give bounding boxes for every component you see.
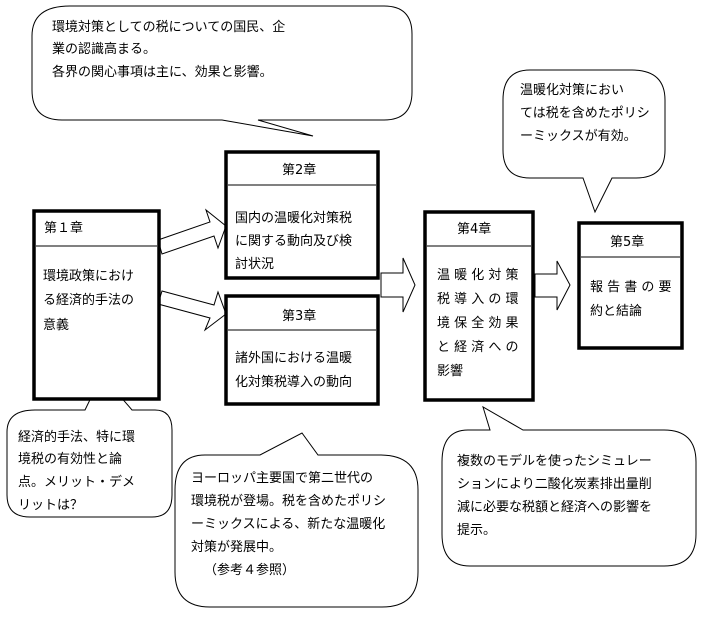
chapter-box-5: 第5章 報 告 書 の 要 約と結論 <box>577 221 684 350</box>
callout-bottomright-line: 減に必要な税額と経済への影響を <box>457 499 652 515</box>
chapter-body-line: 影響 <box>437 363 463 379</box>
chapter-title: 第１章 <box>44 220 83 236</box>
chapter-title: 第5章 <box>610 234 644 250</box>
callout-top-line: 各界の関心事項は主に、効果と影響。 <box>52 64 273 80</box>
chapter-box-1: 第１章 環境政策におけ る経済的手法の 意義 <box>32 209 161 401</box>
callout-bottommid-line: （参考４参照） <box>204 562 295 578</box>
chapter-body-line: 討状況 <box>235 256 274 272</box>
chapter-body-line: 税 導 入 の 環 <box>437 292 519 307</box>
arrow-ch1-to-ch3 <box>157 290 227 332</box>
chapter-body-line: 化対策税導入の動向 <box>235 374 352 390</box>
callout-bottommid: ヨーロッパ主要国で第二世代の 環境税が登場。税を含めたポリシ ーミックスによる、… <box>174 432 419 608</box>
chapter-body-line: 境 保 全 効 果 <box>437 315 519 331</box>
chapter-body-line: 約と結論 <box>590 303 642 319</box>
callout-bottomleft-line: 点。メリット・デメ <box>18 474 135 490</box>
chapter-title: 第4章 <box>457 221 491 237</box>
chapter-title: 第3章 <box>282 308 316 324</box>
chapter-box-3: 第3章 諸外国における温暖 化対策税導入の動向 <box>224 294 380 406</box>
chapter-body-line: に関する動向及び検 <box>235 233 352 249</box>
arrow-ch1-to-ch2 <box>157 208 227 255</box>
callout-bottomright-line: 提示。 <box>457 522 496 538</box>
chapter-body-line: 諸外国における温暖 <box>235 350 352 366</box>
callout-bottommid-line: 環境税が登場。税を含めたポリシ <box>191 493 386 509</box>
callout-topright-line: ては税を含めたポリシ <box>520 105 650 121</box>
callout-bottomleft-line: 境税の有効性と論 <box>18 451 122 467</box>
chapter-body-line: 環境政策におけ <box>43 268 134 284</box>
chapter-body-line: と 経 済 へ の <box>437 339 519 355</box>
callout-topright-line: 温暖化対策におい <box>520 82 624 98</box>
chapter-body-line: 国内の温暖化対策税 <box>235 210 352 226</box>
chapter-box-4: 第4章 温 暖 化 対 策 税 導 入 の 環 境 保 全 効 果 と 経 済 … <box>423 210 535 402</box>
chapter-body-line: 温 暖 化 対 策 <box>437 267 519 283</box>
callout-bottomleft-line: 経済的手法、特に環 <box>18 429 135 445</box>
callout-top: 環境対策としての税についての国民、企 業の認識高まる。 各界の関心事項は主に、効… <box>31 5 413 137</box>
callout-bottomright-line: 複数のモデルを使ったシミュレー <box>457 453 652 469</box>
callout-bottommid-line: 対策が発展中。 <box>191 539 282 555</box>
callout-bottomright: 複数のモデルを使ったシミュレー ションにより二酸化炭素排出量削 減に必要な税額と… <box>441 405 697 567</box>
callout-top-line: 環境対策としての税についての国民、企 <box>52 19 285 35</box>
chapter-body-line: 意義 <box>43 317 69 333</box>
callout-bottommid-line: ヨーロッパ主要国で第二世代の <box>191 471 373 486</box>
callout-top-line: 業の認識高まる。 <box>52 41 156 57</box>
chapter-body-line: る経済的手法の <box>43 292 134 308</box>
callout-topright: 温暖化対策におい ては税を含めたポリシ ーミックスが有効。 <box>502 69 666 214</box>
callout-bottomright-line: ションにより二酸化炭素排出量削 <box>457 477 652 492</box>
chapter-box-2: 第2章 国内の温暖化対策税 に関する動向及び検 討状況 <box>224 150 380 280</box>
arrow-ch4-to-ch5 <box>534 260 571 311</box>
arrow-to-ch4 <box>380 257 416 313</box>
callout-bottomleft-line: リットは？ <box>18 498 83 513</box>
chapter-title: 第2章 <box>282 162 316 178</box>
callout-topright-line: ーミックスが有効。 <box>520 129 637 144</box>
callout-bottommid-line: ーミックスによる、新たな温暖化 <box>191 516 385 532</box>
callout-bottomleft: 経済的手法、特に環 境税の有効性と論 点。メリット・デメ リットは？ <box>6 374 173 518</box>
chapter-body-line: 報 告 書 の 要 <box>590 280 672 295</box>
